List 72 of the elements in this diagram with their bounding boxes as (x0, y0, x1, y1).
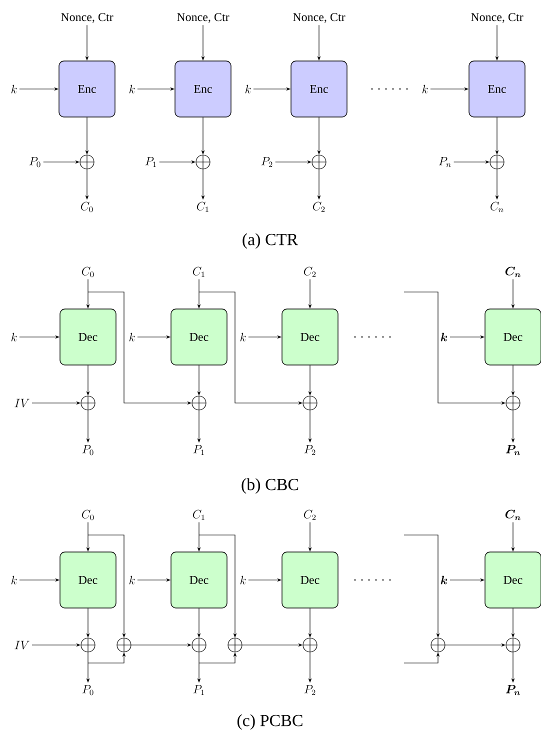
decryption-box: Dec (282, 552, 338, 608)
xor-symbol (506, 396, 520, 410)
caption: (b) CBC (242, 478, 298, 494)
variable-label: $k$ (129, 332, 135, 342)
xor-symbol (80, 396, 96, 410)
xor-symbol (302, 638, 318, 652)
variable-label: $IV$ (14, 398, 30, 408)
decryption-box: Dec (484, 552, 541, 608)
xor-symbol (506, 638, 520, 652)
xor-symbol (116, 638, 132, 652)
variable-label: $C_1$ (193, 510, 204, 520)
variable-label: $P_1$ (193, 685, 204, 695)
variable-label: $C_2$ (304, 266, 316, 277)
variable-label: $P_n$ (506, 444, 520, 456)
variable-label: $C_0$ (82, 510, 94, 520)
caption: (c) PCBC (237, 714, 302, 730)
variable-label: $P_1$ (193, 445, 204, 455)
variable-label: $P_0$ (29, 157, 40, 168)
variable-label: $C_2$ (313, 202, 325, 212)
variable-label: $P_2$ (261, 157, 272, 167)
encryption-box: Enc (58, 60, 116, 118)
variable-label: $C_1$ (193, 266, 204, 277)
variable-label: $k$ (245, 84, 251, 94)
variable-label: $k$ (240, 576, 246, 584)
xor-symbol (228, 638, 242, 652)
variable-label: $P_0$ (82, 685, 94, 696)
variable-label: $C_n$ (505, 510, 520, 520)
encryption-box: Enc (174, 60, 232, 118)
decryption-box: Dec (170, 552, 228, 608)
decryption-box: Dec (282, 308, 338, 366)
xor-symbol (80, 154, 94, 170)
variable-label: $k$ (240, 332, 246, 342)
input-label: Nonce, Ctr (471, 13, 524, 23)
variable-label: $k$ (11, 84, 17, 94)
variable-label: $C_0$ (82, 266, 94, 278)
encryption-box: Enc (290, 60, 348, 118)
xor-symbol (430, 638, 446, 652)
caption: (a) CTR (242, 233, 298, 249)
decryption-box: Dec (170, 308, 228, 366)
xor-symbol (302, 396, 318, 410)
variable-label: $k$ (11, 576, 17, 584)
decryption-box: Dec (60, 552, 116, 608)
variable-label: $C_0$ (81, 202, 93, 212)
variable-label: $C_n$ (505, 266, 520, 278)
variable-label: $k$ (440, 576, 448, 584)
variable-label: $k$ (422, 84, 428, 94)
variable-label: $k$ (129, 576, 135, 584)
variable-label: $P_2$ (304, 685, 316, 695)
decryption-box: Dec (60, 308, 116, 366)
variable-label: $P_1$ (145, 157, 156, 167)
xor-symbol (80, 638, 96, 652)
input-label: Nonce, Ctr (61, 13, 114, 23)
variable-label: $P_2$ (304, 445, 316, 455)
variable-label: $C_n$ (490, 202, 504, 212)
input-label: Nonce, Ctr (293, 13, 346, 23)
variable-label: $C_1$ (197, 202, 208, 212)
xor-symbol (490, 154, 504, 170)
variable-label: $P_0$ (82, 445, 94, 456)
variable-label: $P_n$ (438, 157, 451, 168)
decryption-box: Dec (484, 308, 541, 366)
variable-label: $k$ (11, 332, 17, 342)
xor-symbol (192, 396, 206, 410)
xor-symbol (196, 154, 210, 170)
xor-symbol (312, 154, 326, 170)
variable-label: $k$ (129, 84, 135, 94)
variable-label: $IV$ (14, 640, 30, 650)
variable-label: $C_2$ (304, 510, 316, 520)
variable-label: $P_n$ (506, 685, 520, 696)
variable-label: $k$ (440, 332, 448, 342)
encryption-box: Enc (468, 60, 526, 118)
xor-symbol (192, 638, 206, 652)
input-label: Nonce, Ctr (177, 13, 230, 23)
